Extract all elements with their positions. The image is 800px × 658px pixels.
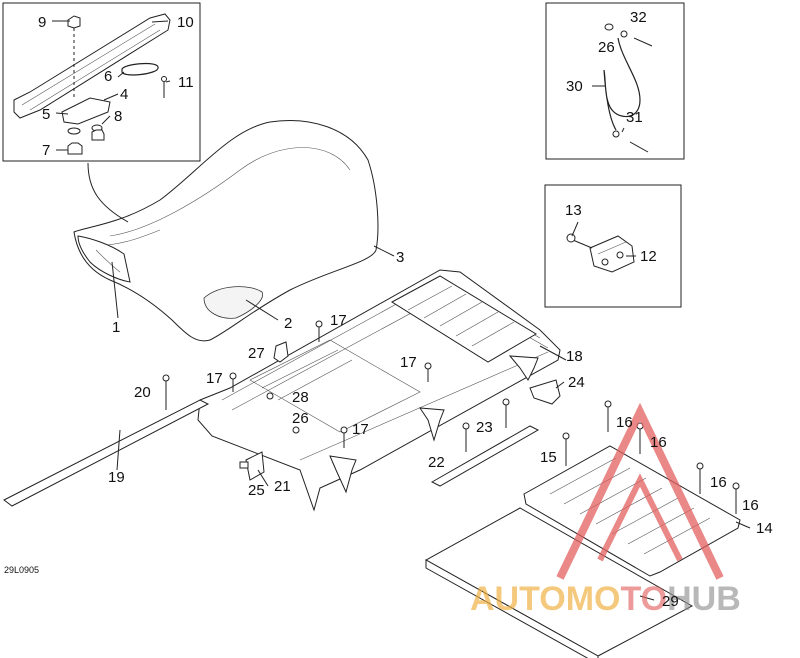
bolt-17d (340, 426, 348, 448)
callout-28: 28 (292, 389, 309, 406)
callout-31: 31 (626, 109, 643, 126)
svg-text:AUTOMOTOHUB: AUTOMOTOHUB (470, 580, 741, 618)
callout-26: 26 (292, 410, 309, 427)
callout-labels: 9 10 6 11 4 5 8 7 32 26 30 31 13 12 3 1 … (4, 9, 773, 610)
cap-27 (273, 341, 289, 363)
callout-32: 32 (630, 9, 647, 26)
callout-10: 10 (177, 14, 194, 31)
callout-13: 13 (565, 202, 582, 219)
watermark-logo: AUTOMOTOHUB (470, 402, 741, 618)
callout-16a: 16 (616, 414, 633, 431)
rack-frame (197, 269, 561, 512)
callout-20: 20 (134, 384, 151, 401)
callout-4: 4 (120, 86, 128, 103)
leader-lines (52, 20, 751, 601)
callout-16d: 16 (742, 497, 759, 514)
callout-14: 14 (756, 520, 773, 537)
strip-part (3, 399, 210, 507)
callout-11: 11 (178, 74, 194, 91)
pin-28 (266, 392, 274, 400)
callout-16c: 16 (710, 474, 727, 491)
bolt-17c (424, 362, 432, 382)
watermark-part3: HUB (667, 580, 741, 618)
detail-box-hinge (544, 184, 682, 308)
watermark-part2: TO (620, 580, 667, 618)
callout-26-top: 26 (598, 39, 615, 56)
callout-19: 19 (108, 469, 125, 486)
bolt-23b (502, 398, 510, 428)
seat-assembly (73, 120, 379, 342)
bolt-16b (636, 422, 644, 454)
watermark-part1: AUTOMO (470, 580, 620, 618)
drawing-code: 29L0905 (4, 565, 39, 575)
detail-box-handle (2, 2, 201, 162)
callout-29: 29 (662, 593, 679, 610)
callout-30: 30 (566, 78, 583, 95)
callout-16b: 16 (650, 434, 667, 451)
callout-8: 8 (114, 108, 122, 125)
callout-15: 15 (540, 449, 557, 466)
callout-1: 1 (112, 319, 120, 336)
callout-17d: 17 (352, 421, 369, 438)
callout-9: 9 (38, 14, 46, 31)
bolt-17b (229, 372, 237, 392)
callout-21: 21 (274, 478, 291, 495)
bolt-16c (696, 462, 704, 494)
bolt-20 (162, 374, 170, 410)
end-cap (529, 379, 561, 405)
callout-7: 7 (42, 142, 50, 159)
bolt-16a (604, 400, 612, 432)
callout-12: 12 (640, 248, 657, 265)
fasteners (162, 320, 740, 514)
callout-27: 27 (248, 345, 265, 362)
callout-17c: 17 (400, 354, 417, 371)
callout-2: 2 (284, 315, 292, 332)
clip-25 (239, 461, 249, 469)
callout-18: 18 (566, 348, 583, 365)
callout-24: 24 (568, 374, 585, 391)
pin-26 (292, 426, 300, 434)
callout-17a: 17 (330, 312, 347, 329)
detail-box-cable (545, 2, 685, 160)
bolt-16d (732, 482, 740, 514)
bolt-23a (462, 422, 470, 452)
callout-17b: 17 (206, 370, 223, 387)
bolt-17a (315, 320, 323, 342)
floor-mat (424, 507, 694, 658)
callout-23: 23 (476, 419, 493, 436)
callout-3: 3 (396, 249, 404, 266)
callout-25: 25 (248, 482, 265, 499)
callout-22: 22 (428, 454, 445, 471)
bolt-15 (562, 432, 570, 466)
strip-part-2 (430, 425, 540, 487)
callout-6: 6 (104, 68, 112, 85)
callout-5: 5 (42, 106, 50, 123)
